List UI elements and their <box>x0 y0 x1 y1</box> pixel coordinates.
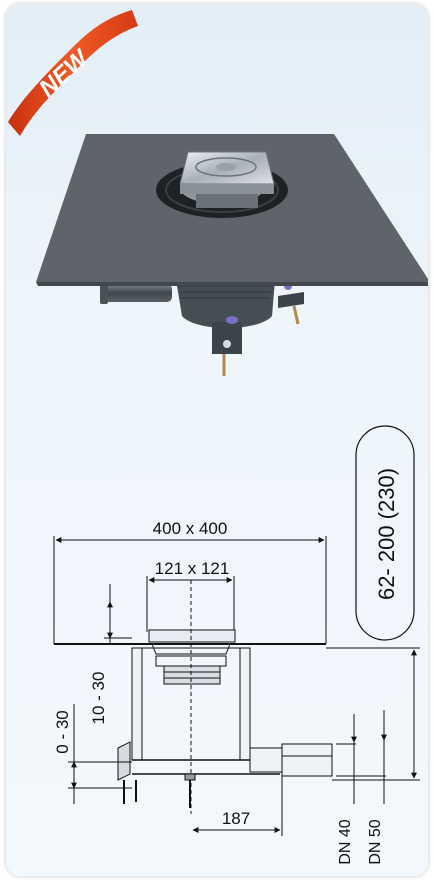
dn40-label: DN 40 <box>337 819 354 864</box>
drawing-canvas: NEW <box>8 10 428 865</box>
dn50-label: DN 50 <box>367 819 384 864</box>
outlet-offset-label: 187 <box>222 809 250 828</box>
product-render <box>36 134 428 376</box>
screed-range-label: 0 - 30 <box>53 710 72 753</box>
new-badge: NEW <box>8 10 138 136</box>
technical-drawing <box>53 425 420 836</box>
grate-size-label: 121 x 121 <box>155 559 230 578</box>
plate-size-label: 400 x 400 <box>153 519 228 538</box>
mounting-bracket <box>212 322 242 354</box>
outlet-pipe <box>102 284 172 302</box>
tile-range-label: 10 - 30 <box>89 672 108 725</box>
product-card: NEW <box>6 4 428 876</box>
height-range-label: 62- 200 (230) <box>374 468 399 600</box>
